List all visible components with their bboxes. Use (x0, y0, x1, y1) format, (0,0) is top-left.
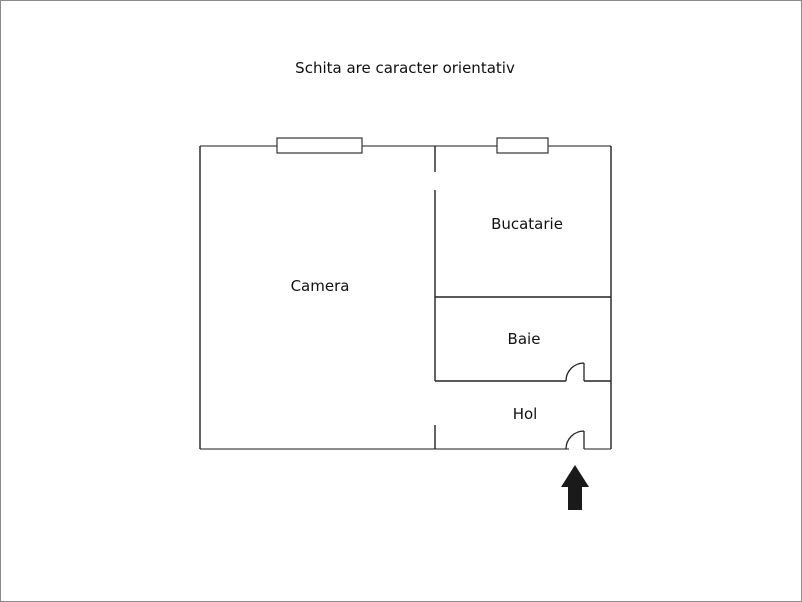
window-bucatarie (496, 137, 549, 154)
door-entrance (565, 430, 585, 450)
room-label-bucatarie: Bucatarie (491, 215, 563, 233)
window-camera (276, 137, 363, 154)
walls (199, 146, 612, 449)
entrance-arrow-icon (561, 465, 589, 510)
room-label-camera: Camera (290, 277, 350, 295)
room-label-hol: Hol (512, 405, 538, 423)
door-baie (565, 362, 585, 382)
room-label-baie: Baie (507, 330, 541, 348)
disclaimer-title: Schita are caracter orientativ (295, 59, 515, 77)
